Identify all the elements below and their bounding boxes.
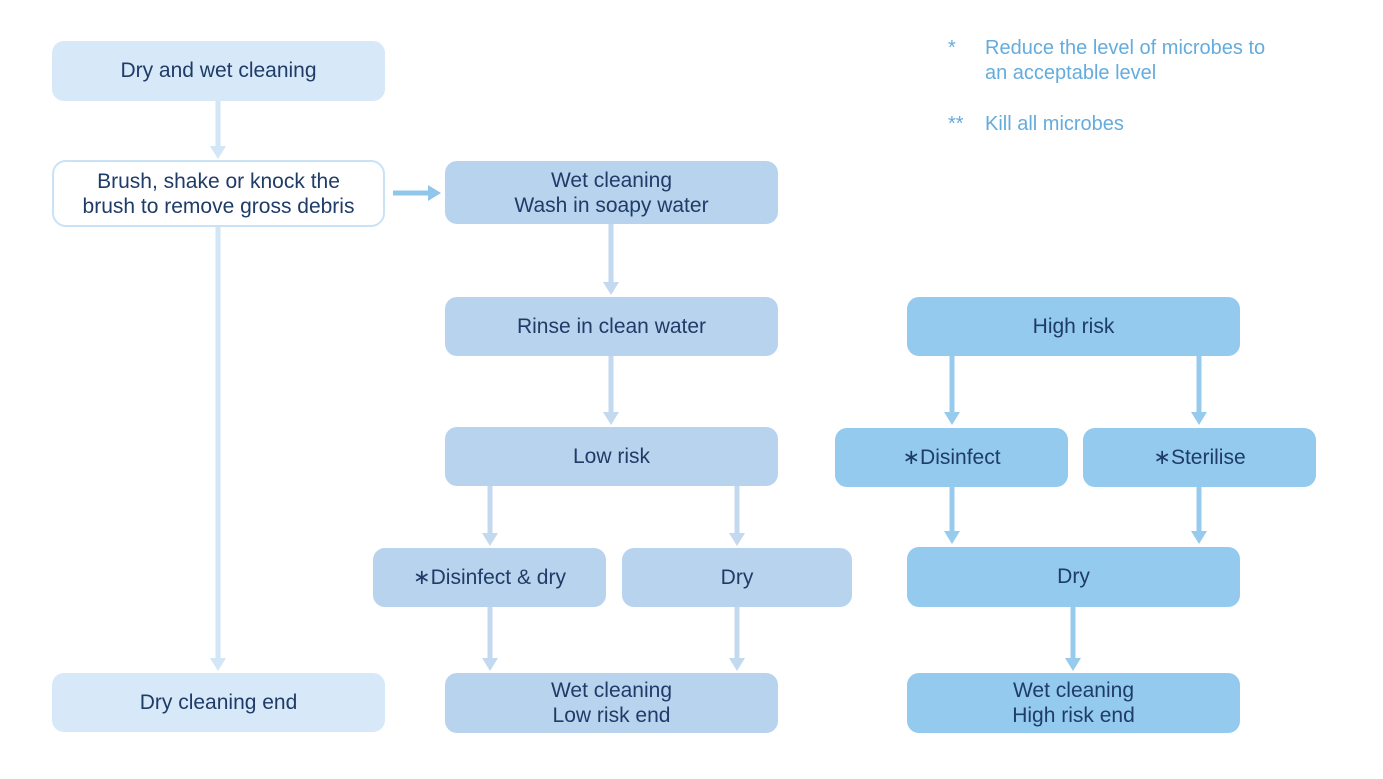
legend-marker-single-asterisk: * — [948, 37, 956, 59]
legend-text-line2: an acceptable level — [985, 62, 1157, 84]
arrow-dry-wet-to-brush — [210, 101, 226, 159]
arrow-low-risk-to-dry — [729, 486, 745, 546]
node-label: Dry cleaning end — [139, 690, 298, 714]
arrow-disinfect-to-dry — [944, 487, 960, 544]
node-label-line1: Wet cleaning — [1012, 679, 1135, 702]
arrow-dry-to-low-end — [729, 607, 745, 671]
arrow-wash-to-rinse — [603, 224, 619, 295]
node-dry-low-risk: Dry — [622, 548, 852, 607]
node-low-risk: Low risk — [445, 427, 778, 486]
node-label: Rinse in clean water — [516, 314, 707, 338]
node-high-risk: High risk — [907, 297, 1240, 356]
arrow-brush-to-wash — [393, 185, 441, 201]
node-label: Dry — [1057, 565, 1090, 588]
legend-marker-double-asterisk: ** — [948, 113, 964, 135]
legend-text: Kill all microbes — [985, 113, 1124, 135]
node-label: Dry and wet cleaning — [120, 59, 317, 82]
node-label: Low risk — [572, 444, 651, 468]
arrow-brush-to-dry-cleaning-end — [210, 227, 226, 671]
node-disinfect: ∗Disinfect — [835, 428, 1068, 487]
arrow-disinfect-dry-to-low-end — [482, 607, 498, 671]
node-label: Dry — [720, 565, 754, 589]
arrow-high-risk-to-sterilise — [1191, 356, 1207, 425]
node-label: High risk — [1032, 314, 1115, 338]
node-sterilise: ∗Sterilise — [1083, 428, 1316, 487]
legend-text: Reduce the level of microbes to an accep… — [985, 36, 1265, 86]
node-label-line2: Wash in soapy water — [514, 193, 709, 217]
node-dry-and-wet-cleaning: Dry and wet cleaning — [52, 41, 385, 101]
legend-item-reduce-microbes: * Reduce the level of microbes to an acc… — [948, 36, 1265, 86]
node-label: ∗Disinfect & dry — [413, 565, 566, 589]
node-label-line1: Wet cleaning — [550, 168, 673, 192]
node-wet-cleaning-low-risk-end: Wet cleaning Low risk end — [445, 673, 778, 733]
arrow-low-risk-to-disinfect-dry — [482, 486, 498, 546]
legend-item-kill-microbes: ** Kill all microbes — [948, 112, 1124, 137]
arrow-rinse-to-low-risk — [603, 356, 619, 425]
node-label: ∗Disinfect — [902, 445, 1001, 469]
node-dry-cleaning-end: Dry cleaning end — [52, 673, 385, 732]
node-label-line2: brush to remove gross debris — [82, 194, 355, 218]
arrow-sterilise-to-dry — [1191, 487, 1207, 544]
node-wet-cleaning-high-risk-end: Wet cleaning High risk end — [907, 673, 1240, 733]
node-disinfect-and-dry: ∗Disinfect & dry — [373, 548, 606, 607]
node-label-line1: Wet cleaning — [550, 679, 673, 702]
node-brush-shake-knock: Brush, shake or knock the brush to remov… — [52, 160, 385, 227]
node-wet-cleaning-wash: Wet cleaning Wash in soapy water — [445, 161, 778, 224]
node-label: ∗Sterilise — [1153, 445, 1246, 469]
node-dry-high-risk: Dry — [907, 547, 1240, 607]
node-label-line2: High risk end — [1012, 704, 1135, 727]
node-rinse-clean-water: Rinse in clean water — [445, 297, 778, 356]
node-label-line1: Brush, shake or knock the — [97, 169, 340, 193]
legend-text-line1: Reduce the level of microbes to — [985, 37, 1266, 59]
arrow-high-risk-to-disinfect — [944, 356, 960, 425]
node-label-line2: Low risk end — [552, 704, 671, 727]
arrow-dry-to-high-end — [1065, 607, 1081, 671]
